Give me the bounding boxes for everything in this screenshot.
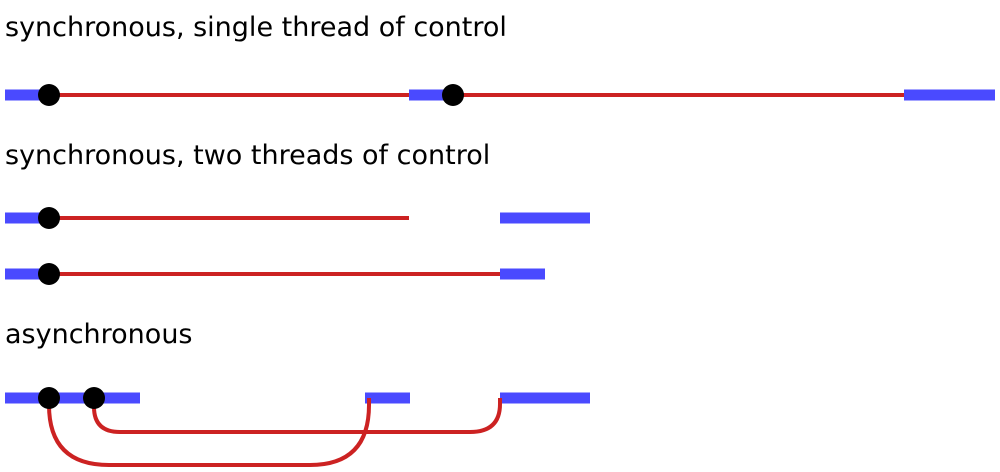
request-start-dot [442,84,464,106]
caption-sync-two: synchronous, two threads of control [5,140,490,171]
request-start-dot [38,84,60,106]
timeline-async [5,387,590,467]
request-start-dot [38,263,60,285]
request-start-dot [83,387,105,409]
caption-async: asynchronous [5,319,193,350]
caption-sync-single: synchronous, single thread of control [5,12,507,43]
request-start-dot [38,387,60,409]
timeline-thread-2 [5,263,545,285]
timeline-sync-single [5,84,995,106]
wait-arc-inner [92,398,502,434]
request-start-dot [38,207,60,229]
timeline-thread-1 [5,207,590,229]
